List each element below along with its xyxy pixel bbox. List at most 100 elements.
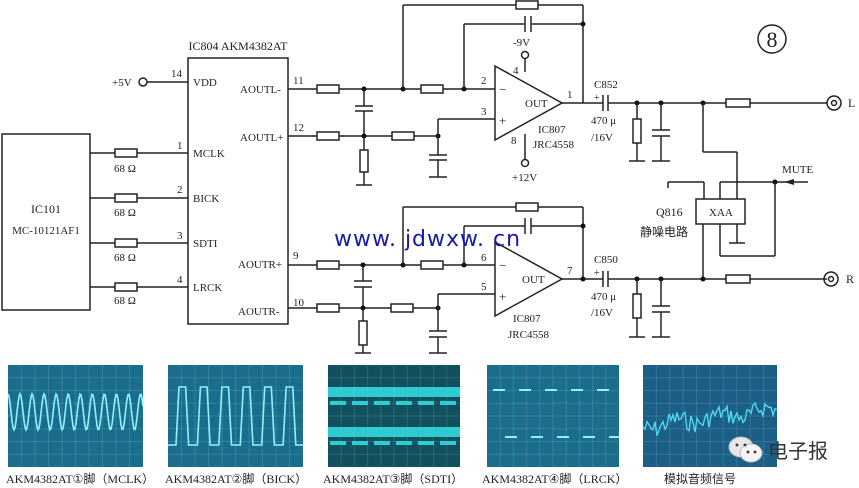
opamp-top: − + OUT 2 3 1 4 8 -9V +12V IC807 JRC4558 [481,37,574,184]
svg-text:9: 9 [293,250,299,262]
svg-text:C852: C852 [594,79,618,91]
sdti-bit [418,401,434,405]
left-channel-filter: 11 12 [288,0,586,186]
sdti-bit [418,441,434,445]
svg-text:OUT: OUT [525,98,548,110]
sdti-band [328,387,460,397]
mute-label: MUTE [782,164,813,176]
svg-text:12: 12 [293,122,304,134]
svg-text:+: + [499,113,506,128]
ic804-label: IC804 AKM4382AT [188,39,288,53]
pin-aoutr-minus: AOUTR- [238,306,280,318]
svg-text:68 Ω: 68 Ω [114,207,136,219]
svg-text:C850: C850 [594,254,618,266]
svg-text:MCLK: MCLK [193,148,225,160]
input-sdti: 68 Ω 3 SDTI [90,230,218,264]
svg-text:470 μ: 470 μ [591,115,616,127]
svg-text:LRCK: LRCK [193,282,222,294]
svg-text:-9V: -9V [513,37,530,49]
svg-text:JRC4558: JRC4558 [508,329,549,341]
svg-text:6: 6 [481,252,487,264]
bick-trace [168,386,303,446]
svg-text:10: 10 [293,297,305,309]
output-l-jack [826,95,842,111]
svg-text:+: + [594,93,600,104]
svg-text:OUT: OUT [522,274,545,286]
sdti-bit [352,441,368,445]
schematic: IC101 MC-10121AF1 IC804 AKM4382AT +5V 1 4… [1,0,855,354]
sdti-band [328,427,460,437]
figure-number-circle [757,24,787,54]
svg-text:470 μ: 470 μ [591,291,616,303]
left-output-stage: + C852 470 μ /16V [562,79,827,162]
svg-text:1: 1 [567,89,573,101]
sdti-bit [396,401,412,405]
mute-desc: 静噪电路 [640,224,688,239]
svg-text:3: 3 [177,230,183,242]
svg-text:68 Ω: 68 Ω [114,252,136,264]
sdti-bit [440,441,456,445]
opamp-bottom: − + OUT 6 5 7 IC807 JRC4558 [481,240,573,341]
pin-aoutl-minus: AOUTL- [240,84,281,96]
scope-audio [643,365,777,467]
ic101-part: MC-10121AF1 [12,225,80,237]
brand: 电子报 [728,435,828,464]
svg-text:11: 11 [293,75,304,87]
caption-sdti: AKM4382AT③脚（SDTI） [323,472,464,486]
svg-text:2: 2 [481,75,487,87]
mute-transistor: Q816 [656,205,683,219]
svg-text:/16V: /16V [591,132,613,144]
mute-circuit: MUTE XAA Q816 静噪电路 [640,103,813,278]
svg-text:2: 2 [177,184,183,196]
scope-sdti [328,365,460,467]
svg-text:1: 1 [177,140,183,152]
sdti-bit [374,441,390,445]
ic804-box [187,57,289,325]
right-output-stage: + C850 470 μ /16V [562,254,827,338]
svg-text:68 Ω: 68 Ω [114,295,136,307]
svg-text:+: + [499,289,506,304]
right-channel-filter: 9 10 [288,202,586,354]
sdti-bit [330,401,346,405]
input-mclk: 68 Ω 1 MCLK [90,140,225,175]
svg-text:+12V: +12V [512,172,537,184]
sdti-bit [396,441,412,445]
svg-text:4: 4 [513,65,519,77]
svg-text:JRC4558: JRC4558 [533,139,574,151]
svg-text:IC807: IC807 [513,313,541,325]
input-lrck: 68 Ω 4 LRCK [90,274,222,307]
scope-mclk [8,365,143,467]
pin-aoutr-plus: AOUTR+ [238,259,282,271]
watermark: www. jdwxw. cn [334,227,522,252]
ic101-name: IC101 [31,202,61,216]
ic101-box [1,133,91,311]
scope-lrck [487,365,619,467]
svg-text:/16V: /16V [591,307,613,319]
output-l-label: L [848,96,855,110]
svg-text:IC807: IC807 [538,124,566,136]
brand-name: 电子报 [768,439,828,463]
svg-text:−: − [499,82,506,97]
svg-text:3: 3 [481,106,487,118]
scope-bick [168,365,303,467]
caption-audio: 模拟音频信号 [664,472,737,486]
pin-aoutl-plus: AOUTL+ [240,132,283,144]
svg-text:4: 4 [177,274,183,286]
mute-chip: XAA [709,207,733,219]
supply-5v-label: +5V [112,77,132,89]
supply-5v-terminal [138,77,148,87]
svg-text:+: + [594,268,600,279]
sdti-bit [352,401,368,405]
caption-bick: AKM4382AT②脚（BICK） [165,472,308,486]
svg-text:68 Ω: 68 Ω [114,163,136,175]
output-r-label: R [846,272,854,286]
wechat-icon [728,436,763,462]
caption-lrck: AKM4382AT④脚（LRCK） [482,472,628,486]
svg-text:−: − [499,258,506,273]
audio-trace [643,401,777,436]
mclk-trace [8,391,143,432]
sdti-bit [374,401,390,405]
svg-text:8: 8 [511,135,517,147]
caption-mclk: AKM4382AT①脚（MCLK） [6,472,155,486]
svg-text:BICK: BICK [193,193,219,205]
